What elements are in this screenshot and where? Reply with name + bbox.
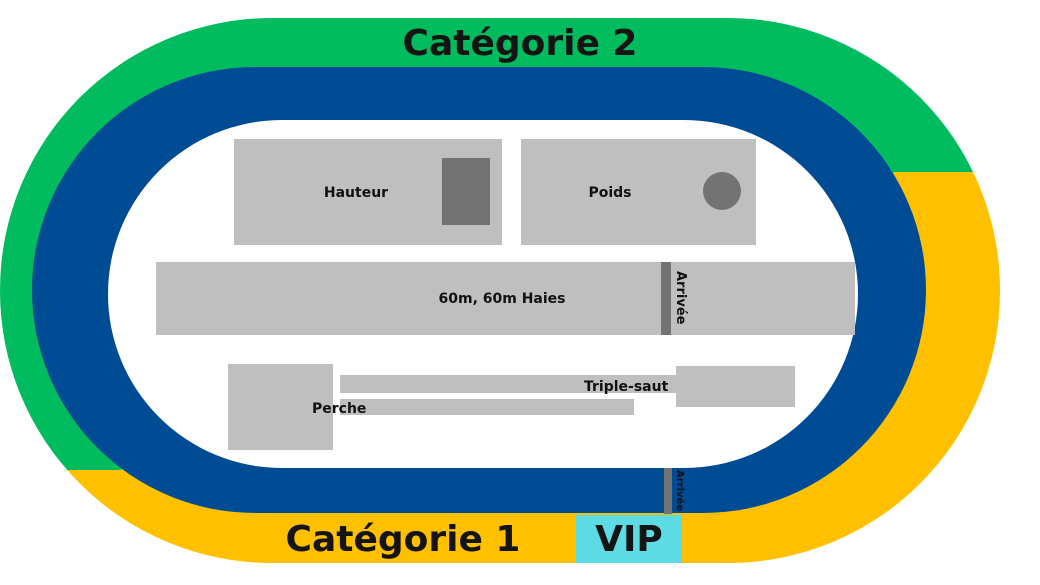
shot-put-circle	[703, 172, 741, 210]
pole-vault-area[interactable]	[228, 364, 333, 450]
vip-label: VIP	[595, 519, 663, 560]
track-finish-label: Arrivée	[674, 470, 686, 511]
pole-vault-runway[interactable]	[340, 399, 634, 415]
triple-jump-runway[interactable]	[340, 375, 678, 393]
pole-vault-label: Perche	[312, 401, 366, 417]
shot-put-label: Poids	[588, 185, 631, 201]
vip-section[interactable]	[576, 515, 682, 565]
sprint-finish-line	[661, 262, 671, 335]
category-1-label: Catégorie 1	[286, 519, 521, 560]
sprint-finish-label: Arrivée	[673, 271, 688, 325]
category-2-label: Catégorie 2	[403, 23, 638, 64]
triple-jump-pit[interactable]	[676, 366, 795, 407]
triple-jump-label: Triple-saut	[584, 379, 669, 395]
high-jump-mat	[442, 158, 490, 225]
high-jump-label: Hauteur	[324, 185, 388, 201]
track-finish-line	[664, 468, 672, 514]
sprint-straight[interactable]	[156, 262, 855, 335]
sprint-label: 60m, 60m Haies	[439, 291, 566, 307]
